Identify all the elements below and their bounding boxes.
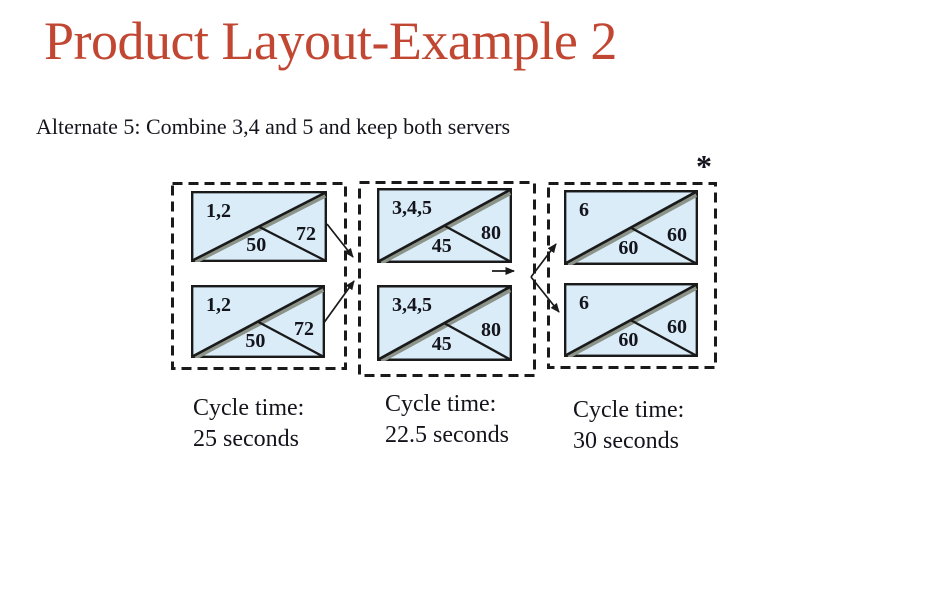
station-box-shape: [377, 188, 512, 263]
box-split-line: [443, 321, 512, 361]
time-right-label: 60: [667, 316, 687, 339]
time-right-label: 72: [296, 222, 316, 245]
station-box-shape: [191, 285, 325, 358]
station-box-shape: [564, 283, 698, 357]
slide-subtitle: Alternate 5: Combine 3,4 and 5 and keep …: [36, 114, 511, 139]
station-box-3-4-5-bottom: 3,4,5 80 45: [377, 285, 512, 361]
station-box-1-2-bottom: 1,2 72 50: [191, 285, 325, 358]
station-box-6-bottom: 6 60 60: [564, 283, 698, 357]
cycle-time-line2: 30 seconds: [573, 428, 679, 454]
station-label: 3,4,5: [392, 197, 432, 219]
group-1-dashed-border: [171, 182, 347, 370]
station-label: 6: [579, 199, 589, 221]
station-box-6-top: 6 60 60: [564, 190, 698, 265]
slide-title: Product Layout-Example 2: [44, 11, 617, 71]
station-box-1-2-top: 1,2 72 50: [191, 191, 327, 262]
group-2-dashed-border: [358, 181, 536, 377]
cycle-time-line1: Cycle time:: [193, 395, 305, 421]
box-split-line: [256, 320, 325, 358]
box-split-line: [257, 225, 327, 262]
box-split-line: [629, 318, 698, 357]
flow-arrow-split-to-g3top: [530, 243, 557, 278]
flow-arrow-g1top-to-g2: [326, 223, 354, 258]
box-split-line: [629, 226, 698, 265]
footnote-asterisk: *: [696, 148, 712, 184]
station-box-3-4-5-top: 3,4,5 80 45: [377, 188, 512, 263]
time-bottom-label: 50: [245, 330, 266, 352]
time-right-label: 80: [481, 318, 501, 341]
time-bottom-label: 45: [431, 235, 452, 257]
station-box-shape: [564, 190, 698, 265]
time-right-label: 60: [667, 223, 687, 246]
cycle-time-line2: 25 seconds: [193, 426, 299, 452]
station-label: 1,2: [206, 294, 231, 316]
station-box-shape: [191, 191, 327, 262]
time-bottom-label: 45: [431, 333, 452, 355]
cycle-time-line1: Cycle time:: [573, 397, 685, 423]
flow-arrow-g1bottom-to-g2: [322, 280, 355, 325]
station-label: 6: [579, 292, 589, 314]
time-bottom-label: 60: [618, 329, 639, 351]
time-right-label: 80: [481, 221, 501, 244]
time-bottom-label: 60: [618, 237, 639, 259]
station-box-shape: [377, 285, 512, 361]
station-label: 3,4,5: [392, 294, 432, 316]
cycle-time-label-2: Cycle time: 22.5 seconds: [385, 389, 509, 451]
cycle-time-label-3: Cycle time: 30 seconds: [573, 395, 684, 457]
cycle-time-line2: 22.5 seconds: [385, 422, 509, 448]
time-bottom-label: 50: [246, 234, 267, 256]
group-3-dashed-border: [547, 182, 717, 369]
cycle-time-label-1: Cycle time: 25 seconds: [193, 393, 304, 455]
cycle-time-line1: Cycle time:: [385, 391, 497, 417]
station-label: 1,2: [206, 200, 231, 222]
box-split-line: [443, 224, 512, 263]
flow-arrow-split-to-g3bottom: [530, 276, 560, 313]
time-right-label: 72: [294, 317, 314, 340]
